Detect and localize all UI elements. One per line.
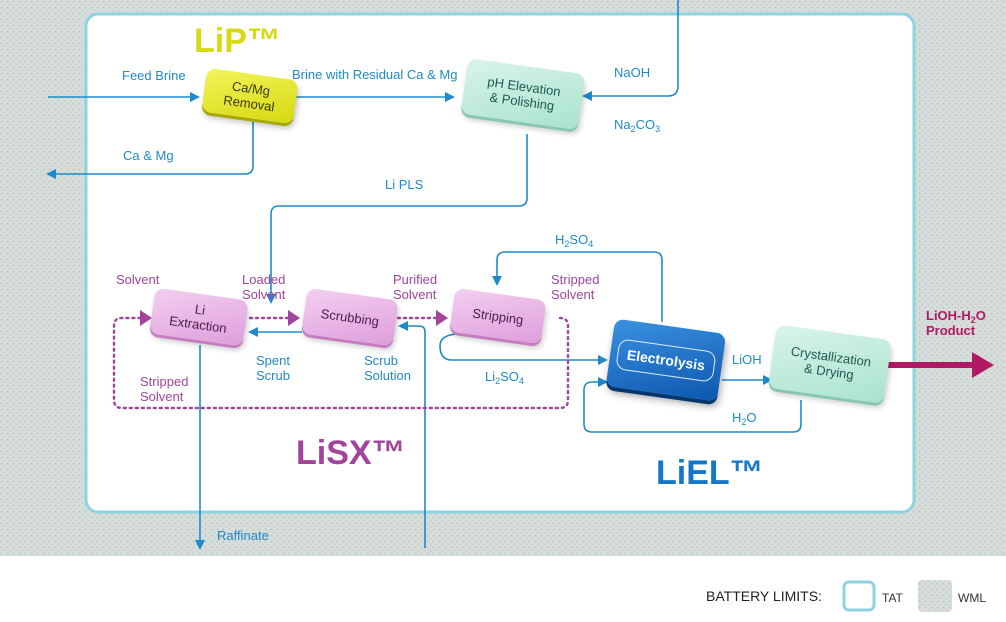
scrub-solution-line bbox=[398, 321, 426, 548]
wml-legend-swatch bbox=[918, 580, 952, 612]
h2o-label: H2O bbox=[732, 410, 757, 427]
solvent-arrowhead-extraction bbox=[140, 310, 152, 326]
stripping-label: Stripping bbox=[471, 305, 525, 327]
product-label: LiOH-H2O Product bbox=[926, 308, 986, 338]
electrolysis-label: Electrolysis bbox=[626, 346, 707, 373]
h2o-line bbox=[583, 377, 802, 433]
li-pls-line bbox=[266, 134, 528, 304]
solvent-arrowhead-scrubbing bbox=[288, 310, 300, 326]
naoh-label: NaOH bbox=[614, 65, 651, 80]
product-arrowhead bbox=[972, 352, 994, 378]
tat-legend-label: TAT bbox=[882, 591, 903, 605]
h2so4-label: H2SO4 bbox=[555, 232, 594, 249]
raffinate-label: Raffinate bbox=[217, 528, 269, 543]
li-pls-label: Li PLS bbox=[385, 177, 424, 192]
solvent-label: Solvent bbox=[116, 272, 160, 287]
brine-residual-label: Brine with Residual Ca & Mg bbox=[292, 67, 458, 82]
electrolysis-inner-frame: Electrolysis bbox=[615, 337, 717, 383]
legend-title: BATTERY LIMITS: bbox=[706, 588, 822, 604]
lisx-brand: LiSX™ bbox=[296, 434, 406, 472]
solvent-arrowhead-stripping bbox=[436, 310, 448, 326]
tat-legend-swatch bbox=[842, 580, 876, 612]
ca-mg-label: Ca & Mg bbox=[123, 148, 174, 163]
h2so4-line bbox=[492, 251, 663, 322]
liel-brand: LiEL™ bbox=[656, 454, 764, 492]
scrubbing-label: Scrubbing bbox=[319, 305, 381, 329]
li2so4-line bbox=[439, 333, 608, 365]
lip-brand: LiP™ bbox=[194, 22, 281, 60]
lioh-label: LiOH bbox=[732, 352, 762, 367]
ca-mg-line bbox=[46, 122, 254, 179]
na2co3-label: Na2CO3 bbox=[614, 117, 661, 134]
naoh-feed-line bbox=[582, 0, 679, 101]
feed-brine-label: Feed Brine bbox=[122, 68, 186, 83]
li2so4-label: Li2SO4 bbox=[485, 369, 524, 386]
wml-legend-label: WML bbox=[958, 591, 986, 605]
